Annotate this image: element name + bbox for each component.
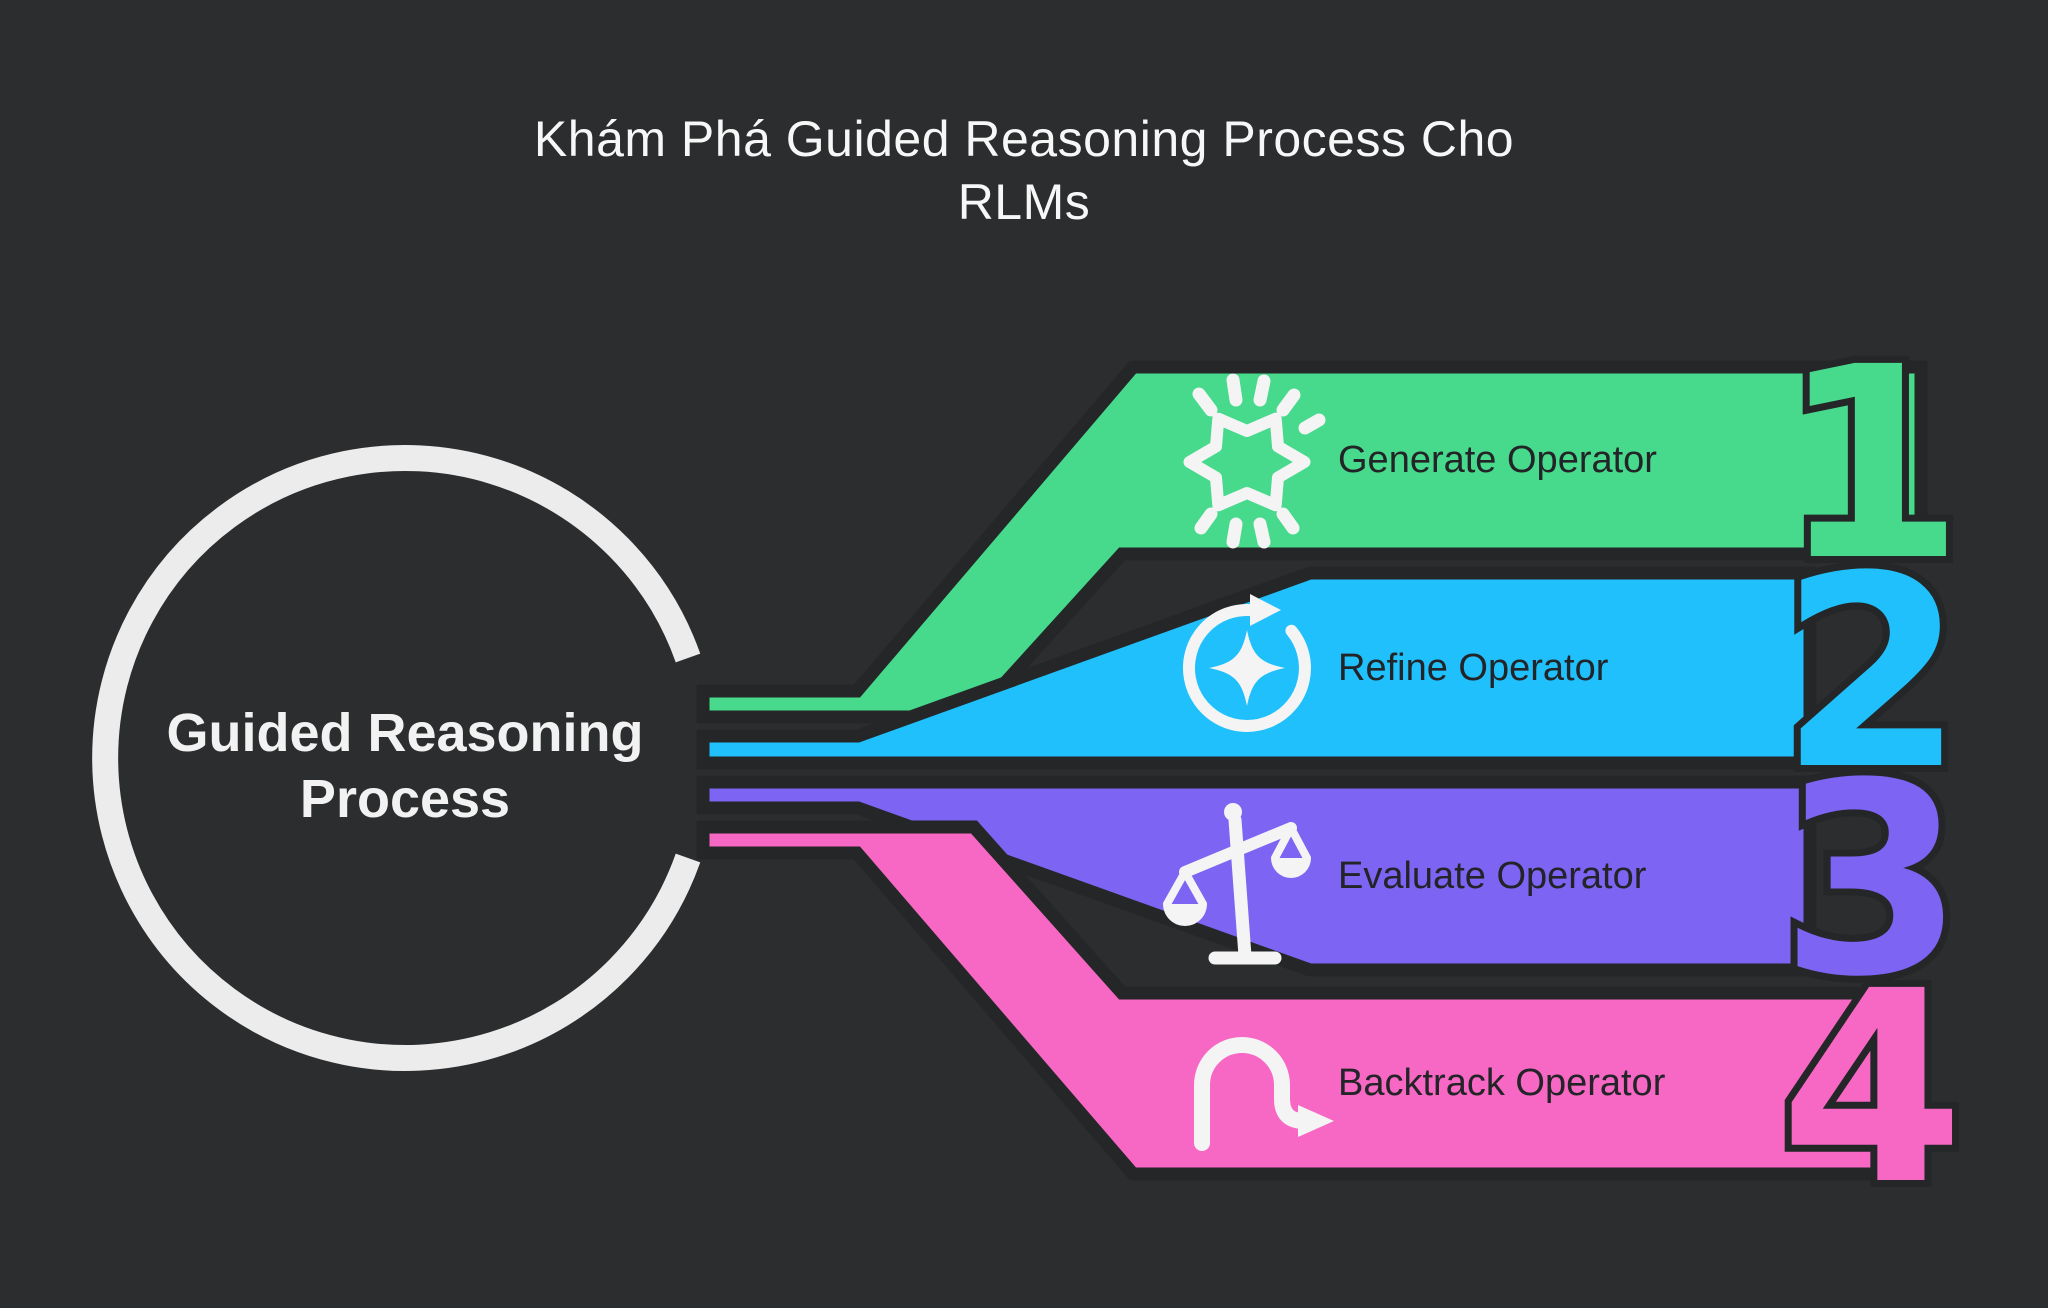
page-title-line2: RLMs (957, 174, 1091, 230)
u-turn-arrow-icon (1194, 1037, 1334, 1151)
step-label-backtrack: Backtrack Operator (1338, 1062, 1666, 1104)
balance-scale-icon (1163, 803, 1311, 965)
step-number-4: 4 (1780, 935, 1964, 1243)
step-label-generate: Generate Operator (1338, 439, 1657, 481)
page-title-line1: Khám Phá Guided Reasoning Process Cho (533, 111, 1515, 167)
step-number-3: 3 (1780, 727, 1964, 1035)
step-label-refine: Refine Operator (1338, 647, 1609, 689)
refresh-sparkle-icon (1183, 594, 1311, 732)
banner-generate (696, 360, 1928, 724)
hub-label: Guided Reasoning Process (55, 700, 755, 832)
banner-backtrack (696, 820, 1884, 1181)
page-title: Khám Phá Guided Reasoning Process Cho RL… (0, 108, 2048, 234)
hub-circle-ring (92, 445, 701, 1071)
step-number-2: 2 (1780, 520, 1964, 828)
hub-label-line1: Guided Reasoning (166, 703, 644, 763)
step-label-evaluate: Evaluate Operator (1338, 855, 1647, 897)
step-number-1: 1 (1780, 311, 1964, 619)
hub-label-line2: Process (299, 769, 511, 829)
splash-burst-icon (1183, 373, 1326, 549)
